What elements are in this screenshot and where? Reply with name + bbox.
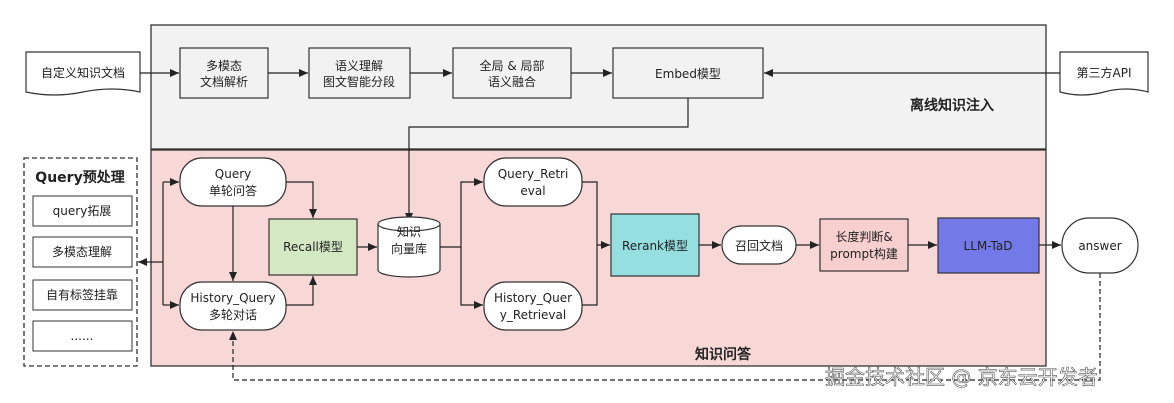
query-single-turn-node[interactable]: Query 单轮问答	[179, 157, 287, 207]
node-label: prompt构建	[830, 246, 898, 261]
step-label: 语义理解	[335, 59, 383, 73]
node-label: answer	[1078, 239, 1121, 253]
node-label: History_Quer	[494, 291, 572, 305]
offline-arrows	[140, 69, 1060, 222]
arrow	[460, 247, 483, 309]
llm-tad-node[interactable]: LLM-TaD	[937, 217, 1040, 274]
step-semantic-fusion[interactable]: 全局 & 局部 语义融合	[452, 47, 572, 99]
preprocess-item-query-expand[interactable]: query拓展	[32, 195, 133, 227]
node-label: 多轮对话	[209, 308, 257, 322]
arrow	[582, 181, 610, 249]
preprocess-item-label: ......	[71, 329, 94, 343]
third-party-api-label: 第三方API	[1077, 65, 1132, 80]
rerank-model-node[interactable]: Rerank模型	[610, 213, 700, 277]
node-label: Query	[215, 167, 251, 181]
preprocess-item-multimodal[interactable]: 多模态理解	[32, 236, 133, 268]
query-retrieval-node[interactable]: Query_Retri eval	[483, 157, 583, 207]
arrow	[286, 181, 317, 218]
qa-arrows	[138, 178, 1101, 381]
step-multimodal-parse[interactable]: 多模态 文档解析	[179, 47, 269, 99]
arrow	[582, 245, 598, 306]
node-label: Query_Retri	[498, 167, 569, 181]
answer-feedback-arrow	[229, 273, 1101, 381]
query-preprocess-panel: Query预处理 query拓展 多模态理解 自有标签挂靠 ......	[23, 157, 138, 367]
node-label: eval	[520, 184, 545, 198]
node-label: LLM-TaD	[964, 239, 1013, 253]
recall-model-node[interactable]: Recall模型	[268, 218, 358, 276]
qa-panel-title: 知识问答	[695, 346, 752, 363]
source-doc-label: 自定义知识文档	[41, 65, 125, 80]
step-label: 文档解析	[200, 74, 248, 89]
length-prompt-node[interactable]: 长度判断& prompt构建	[819, 218, 909, 272]
step-label: 多模态	[206, 59, 242, 73]
node-label: Rerank模型	[622, 239, 688, 253]
watermark: 掘金技术社区 @ 京东云开发者	[825, 365, 1098, 389]
step-label: 语义融合	[488, 74, 536, 89]
offline-injection-panel: 离线知识注入	[150, 24, 1047, 150]
step-label: Embed模型	[655, 67, 721, 81]
step-label: 图文智能分段	[323, 74, 395, 89]
embed-to-vectordb-arrow	[405, 98, 689, 222]
history-retrieval-node[interactable]: History_Quer y_Retrieval	[483, 281, 583, 331]
arrow	[440, 178, 483, 248]
preprocess-item-label: 自有标签挂靠	[46, 287, 118, 302]
node-label: 知识	[397, 225, 421, 239]
node-label: 召回文档	[735, 238, 783, 253]
offline-panel-bg	[150, 24, 1047, 150]
step-semantic-segment[interactable]: 语义理解 图文智能分段	[308, 47, 411, 99]
preprocess-item-tag[interactable]: 自有标签挂靠	[32, 279, 133, 311]
offline-panel-title: 离线知识注入	[910, 97, 994, 114]
arrow	[286, 276, 317, 306]
source-doc-node[interactable]: 自定义知识文档	[25, 51, 141, 96]
step-label: 全局 & 局部	[480, 58, 545, 73]
third-party-api-node[interactable]: 第三方API	[1059, 51, 1149, 96]
preprocess-title: Query预处理	[35, 169, 124, 186]
preprocess-item-label: 多模态理解	[52, 245, 112, 259]
preprocess-item-label: query拓展	[53, 204, 112, 218]
node-label: 长度判断&	[835, 229, 892, 244]
step-embed-model[interactable]: Embed模型	[612, 47, 764, 99]
node-label: 向量库	[391, 241, 427, 256]
answer-node[interactable]: answer	[1061, 217, 1139, 274]
vector-db-node[interactable]: 知识 向量库	[377, 216, 441, 278]
node-label: History_Query	[190, 291, 275, 305]
node-label: 单轮问答	[209, 183, 257, 198]
history-query-node[interactable]: History_Query 多轮对话	[179, 281, 287, 331]
node-label: y_Retrieval	[500, 308, 566, 322]
preprocess-item-more[interactable]: ......	[32, 320, 133, 352]
node-label: Recall模型	[283, 240, 343, 254]
recall-docs-node[interactable]: 召回文档	[721, 225, 797, 265]
